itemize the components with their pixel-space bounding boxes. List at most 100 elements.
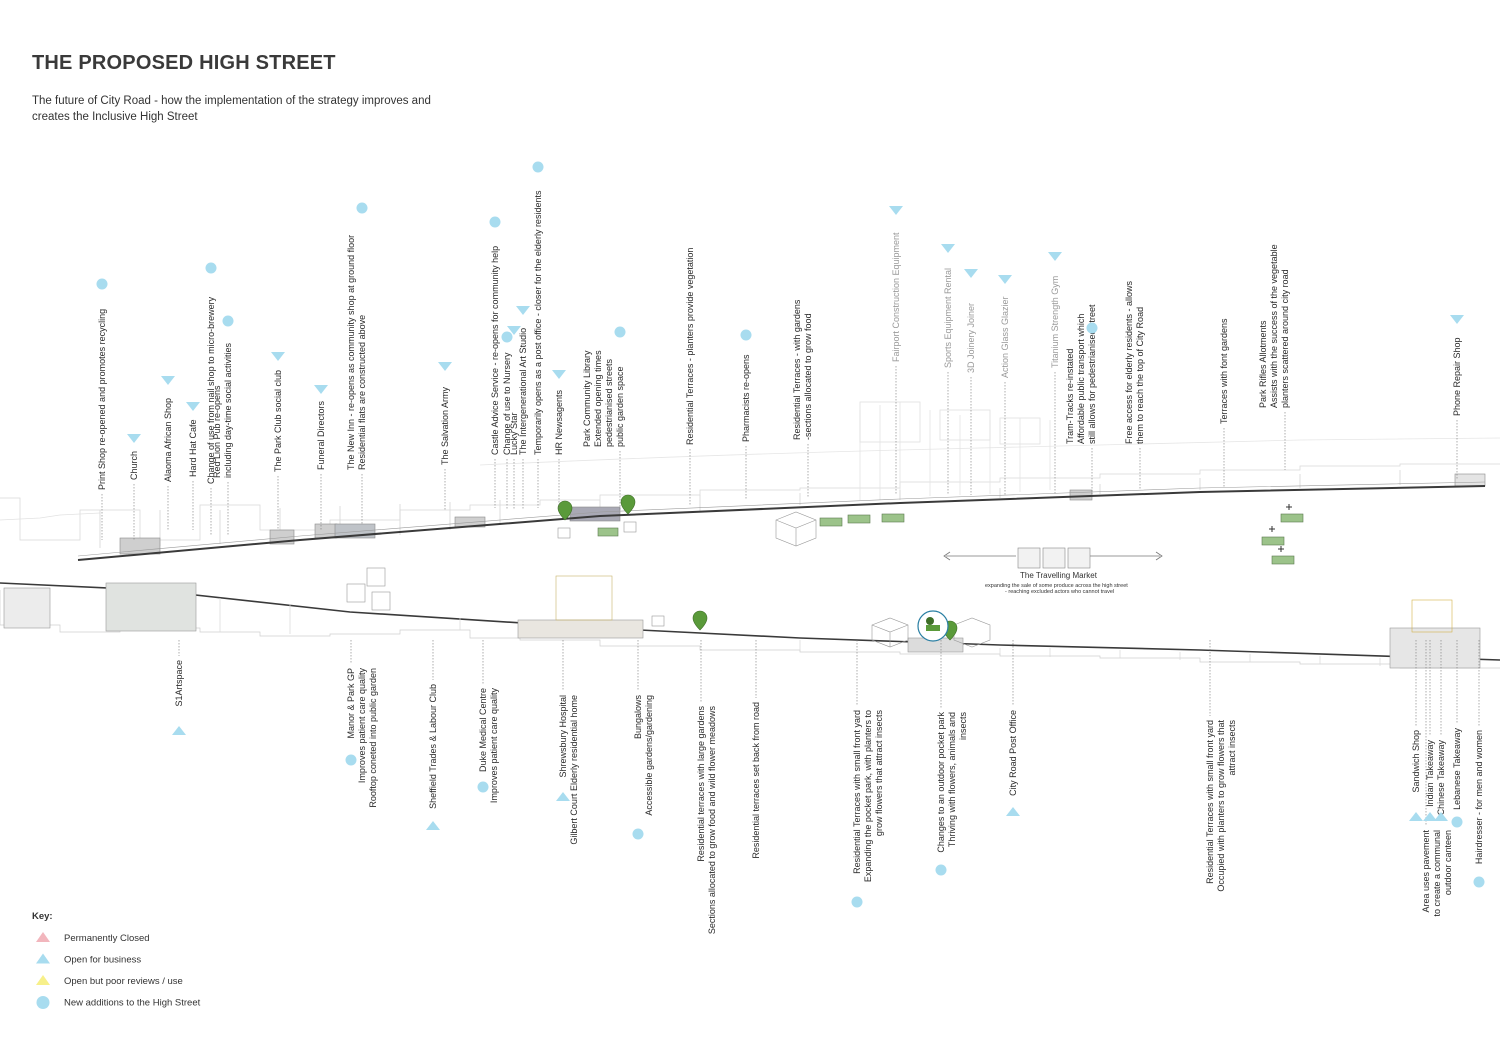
top-label: Sports Equipment Rental	[941, 244, 955, 495]
top-label-text: Free access for elderly residents - allo…	[1124, 280, 1134, 444]
top-label-open-marker	[1450, 315, 1464, 324]
bottom-label-new-marker	[1473, 876, 1485, 888]
map-pin-icon	[620, 494, 636, 515]
top-label-open-marker	[161, 376, 175, 385]
top-label: Castle Advice Service - re-opens for com…	[489, 216, 501, 508]
top-label-new-marker	[222, 315, 234, 327]
bottom-label-text: Residential Terraces with small front ya…	[1205, 720, 1215, 884]
top-label-text: Residential flats are constructed above	[357, 315, 367, 470]
bottom-label-text: City Road Post Office	[1008, 710, 1018, 796]
key-triangle-icon	[36, 932, 50, 942]
lower-road-line	[0, 582, 1500, 661]
bottom-label-open-marker	[426, 821, 440, 830]
bottom-label-text: Chinese Takeaway	[1436, 740, 1446, 816]
top-label: Change of use from nail shop to micro-br…	[205, 262, 217, 535]
top-label-open-marker	[889, 206, 903, 215]
top-label-text: Park Community Library	[582, 350, 592, 447]
top-label-open-marker	[314, 385, 328, 394]
top-label: The New Inn - re-opens as community shop…	[346, 202, 368, 524]
key-item-label: New additions to the High Street	[64, 998, 201, 1009]
bottom-label-text: Area uses pavement	[1421, 830, 1431, 913]
key-item-label: Open but poor reviews / use	[64, 976, 183, 987]
top-label: HR Newsagents	[552, 370, 566, 510]
top-label-open-marker	[1048, 252, 1062, 261]
bottom-label: Indian Takeaway	[1423, 640, 1437, 821]
top-label: Funeral Directors	[314, 385, 328, 530]
bottom-label: Hairdresser - for men and women	[1473, 640, 1485, 888]
bottom-label-open-marker	[172, 726, 186, 735]
top-label: The Salvation Army	[438, 362, 452, 510]
top-label-open-marker	[941, 244, 955, 253]
top-label: Action Glass Glazier	[998, 275, 1012, 495]
bottom-label-new-marker	[632, 828, 644, 840]
key-item: New additions to the High Street	[36, 996, 201, 1009]
top-label-text: Lucky Star	[509, 412, 519, 455]
top-label-text: pedestrianised streets	[604, 358, 614, 447]
bottom-label-text: Residential Terraces with small front ya…	[852, 710, 862, 874]
bottom-label-text: Rooftop coneted into public garden	[368, 668, 378, 808]
pocket-park-icon	[917, 610, 949, 642]
top-label-open-marker	[507, 326, 521, 335]
bottom-label-text: Thriving with flowers, animals and	[947, 712, 957, 847]
market-title: The Travelling Market	[1020, 571, 1098, 580]
top-label-new-marker	[501, 331, 513, 343]
key-item-label: Permanently Closed	[64, 933, 150, 944]
key-triangle-icon	[36, 953, 50, 964]
top-label-new-marker	[740, 329, 752, 341]
bottom-label: Residential Terraces with small front ya…	[851, 640, 884, 908]
top-label: Change of use to Nursery	[501, 331, 513, 510]
top-label-text: HR Newsagents	[554, 389, 564, 455]
key-triangle-icon	[36, 975, 50, 985]
top-label: The Intergenerational Art Studio	[516, 306, 530, 510]
top-label-new-marker	[356, 202, 368, 214]
lower-buildings	[3, 575, 1481, 669]
bottom-label-text: Improves patient care quality	[489, 688, 499, 804]
bottom-label: Lebanese Takeaway	[1451, 640, 1463, 828]
bottom-label-text: Sections allocated to grow food and wild…	[707, 706, 717, 935]
top-label-text: Church	[129, 451, 139, 480]
top-label-open-marker	[127, 434, 141, 443]
bottom-label-text: Occupied with planters to grow flowers t…	[1216, 720, 1226, 892]
bottom-label: Residential Terraces with small front ya…	[1205, 640, 1237, 892]
top-label-text: Park Rifles Allotments	[1258, 320, 1268, 408]
top-label: Church	[127, 434, 141, 540]
top-label-text: Terraces with font gardens	[1219, 318, 1229, 424]
bottom-label-new-marker	[935, 864, 947, 876]
bottom-label-text: outdoor canteen	[1443, 830, 1453, 895]
top-label-text: Hard Hat Cafe	[188, 419, 198, 477]
wireframe-boxes	[346, 511, 991, 648]
bottom-label-text: Sheffield Trades & Labour Club	[428, 684, 438, 809]
top-label-text: Assists with the success of the vegetabl…	[1269, 244, 1279, 408]
bottom-label-text: insects	[958, 712, 968, 741]
bottom-label-text: Residential terraces set back from road	[751, 702, 761, 859]
top-label: Free access for elderly residents - allo…	[1124, 280, 1145, 490]
bottom-label-text: Residential terraces with large gardens	[696, 706, 706, 862]
top-label-text: Action Glass Glazier	[1000, 296, 1010, 378]
bottom-label: City Road Post Office	[1006, 640, 1020, 816]
bottom-label-text: Improves patient care quality	[357, 668, 367, 784]
bottom-label-text: Expanding the pocket park, with planters…	[863, 710, 873, 882]
bottom-label-text: Lebanese Takeaway	[1452, 728, 1462, 810]
top-label: Lucky Star	[507, 326, 521, 510]
bottom-label-text: Sandwich Shop	[1411, 730, 1421, 793]
top-label: The Park Club social club	[271, 352, 285, 530]
bottom-label: Sheffield Trades & Labour Club	[426, 640, 440, 830]
top-label-open-marker	[998, 275, 1012, 284]
top-label-text: The New Inn - re-opens as community shop…	[346, 235, 356, 470]
key-title: Key:	[32, 911, 53, 922]
map-pin-icon	[692, 610, 708, 631]
bottom-label-text: Changes to an outdoor pocket park	[936, 712, 946, 853]
key-item-label: Open for business	[64, 955, 141, 966]
bottom-label: S1Artspace	[172, 640, 186, 735]
bottom-label-text: to create a communal	[1432, 830, 1442, 917]
bottom-label-open-marker	[1423, 812, 1437, 821]
top-label-text: Temporarily opens as a post office - clo…	[533, 190, 543, 455]
